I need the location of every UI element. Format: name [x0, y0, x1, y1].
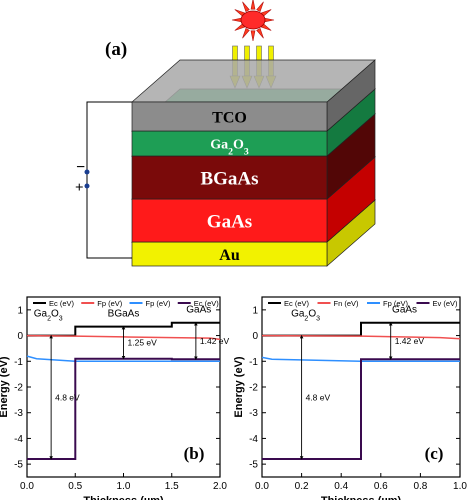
- gap-label: 4.8 eV: [55, 392, 80, 402]
- x-axis-label: Thickness (µm): [321, 495, 402, 500]
- region-label: GaAs: [392, 305, 417, 316]
- y-tick-label: -3: [14, 408, 23, 419]
- sun-ray: [242, 27, 250, 39]
- x-tick-label: 0.4: [334, 481, 348, 492]
- panel-a: (a) Au GaAs BGaAs Ga2O3 TCO − +: [75, 0, 376, 267]
- chart-c: Ec (eV) Fn (eV) Fp (eV) Ev (eV) 1 0 -1 -2 -3 -4 -5…: [233, 296, 467, 500]
- x-tick-label: 0.0: [255, 481, 269, 492]
- gap-label: 4.8 eV: [306, 392, 331, 402]
- layer-label-ga2o3: Ga2O3: [210, 138, 249, 158]
- region-label: BGaAs: [108, 309, 140, 320]
- panel-label: (c): [425, 444, 444, 463]
- legend-label: Ev (eV): [433, 299, 459, 308]
- legend-label: Fp (eV): [383, 299, 409, 308]
- series-fn: [26, 334, 221, 341]
- terminal-negative: [84, 169, 90, 175]
- sun-disc: [240, 10, 266, 30]
- layer-label-gaas: GaAs: [207, 211, 252, 232]
- sun-ray: [256, 1, 264, 13]
- x-tick-label: 1.5: [165, 481, 179, 492]
- sun-ray: [250, 0, 256, 10]
- series-fn: [261, 334, 461, 340]
- y-tick-label: -4: [249, 434, 258, 445]
- sun-ray: [250, 30, 256, 42]
- y-tick-label: 0: [17, 331, 23, 342]
- circuit-wires: [86, 101, 132, 259]
- legend-label: Fn (eV): [334, 299, 360, 308]
- legend-label: Ec (eV): [194, 299, 220, 308]
- layer-label-tco: TCO: [212, 109, 247, 126]
- layer-tco: TCO: [131, 59, 376, 132]
- region-label: Ga2O3: [34, 309, 63, 323]
- x-tick-label: 0.8: [413, 481, 427, 492]
- panel-label: (b): [184, 444, 205, 463]
- y-tick-label: 0: [252, 331, 258, 342]
- series-fp: [261, 356, 460, 363]
- sun-ray: [242, 1, 250, 13]
- y-tick-label: 1: [17, 305, 23, 316]
- x-tick-label: 1.0: [453, 481, 467, 492]
- region-label: Ga2O3: [291, 309, 320, 323]
- terminal-positive: [84, 183, 90, 189]
- y-tick-label: -3: [249, 408, 258, 419]
- legend-label: Ec (eV): [49, 299, 75, 308]
- series-fp: [26, 355, 220, 363]
- region-label: GaAs: [186, 305, 211, 316]
- y-tick-label: -5: [249, 460, 258, 471]
- chart-b: Ec (eV) Fp (eV) Fp (eV) Ec (eV) 1 0 -1 -2 -3 -4 -5…: [0, 296, 230, 500]
- legend-label: Fp (eV): [97, 299, 123, 308]
- gap-label: 1.42 eV: [200, 336, 230, 346]
- layer-stack: Au GaAs BGaAs Ga2O3 TCO: [131, 59, 376, 267]
- panel-a-label: (a): [105, 39, 127, 60]
- y-tick-label: -1: [14, 357, 23, 368]
- y-tick-label: -2: [14, 383, 23, 394]
- x-tick-label: 0.0: [20, 481, 34, 492]
- series-ev: [262, 358, 460, 460]
- legend-label: Ec (eV): [284, 299, 310, 308]
- y-tick-label: -5: [14, 460, 23, 471]
- y-tick-label: 1: [252, 305, 258, 316]
- gap-label: 1.25 eV: [128, 338, 158, 348]
- sun-icon: [231, 0, 275, 42]
- sun-ray: [256, 27, 264, 39]
- x-axis-label: Thickness (µm): [83, 495, 164, 500]
- legend-label: Fp (eV): [146, 299, 172, 308]
- y-axis-label: Energy (eV): [233, 356, 245, 417]
- gap-label: 1.42 eV: [395, 336, 425, 346]
- x-tick-label: 2.0: [213, 481, 227, 492]
- y-tick-label: -2: [249, 383, 258, 394]
- x-tick-label: 0.5: [68, 481, 82, 492]
- y-tick-label: -1: [249, 357, 258, 368]
- layer-label-bgaas: BGaAs: [200, 168, 258, 189]
- y-tick-label: -4: [14, 434, 23, 445]
- x-tick-label: 1.0: [117, 481, 131, 492]
- x-tick-label: 0.6: [374, 481, 388, 492]
- plus-sign: +: [75, 180, 84, 196]
- x-tick-label: 0.2: [295, 481, 309, 492]
- minus-sign: −: [76, 159, 85, 176]
- layer-label-au: Au: [219, 247, 240, 264]
- y-axis-label: Energy (eV): [0, 356, 10, 417]
